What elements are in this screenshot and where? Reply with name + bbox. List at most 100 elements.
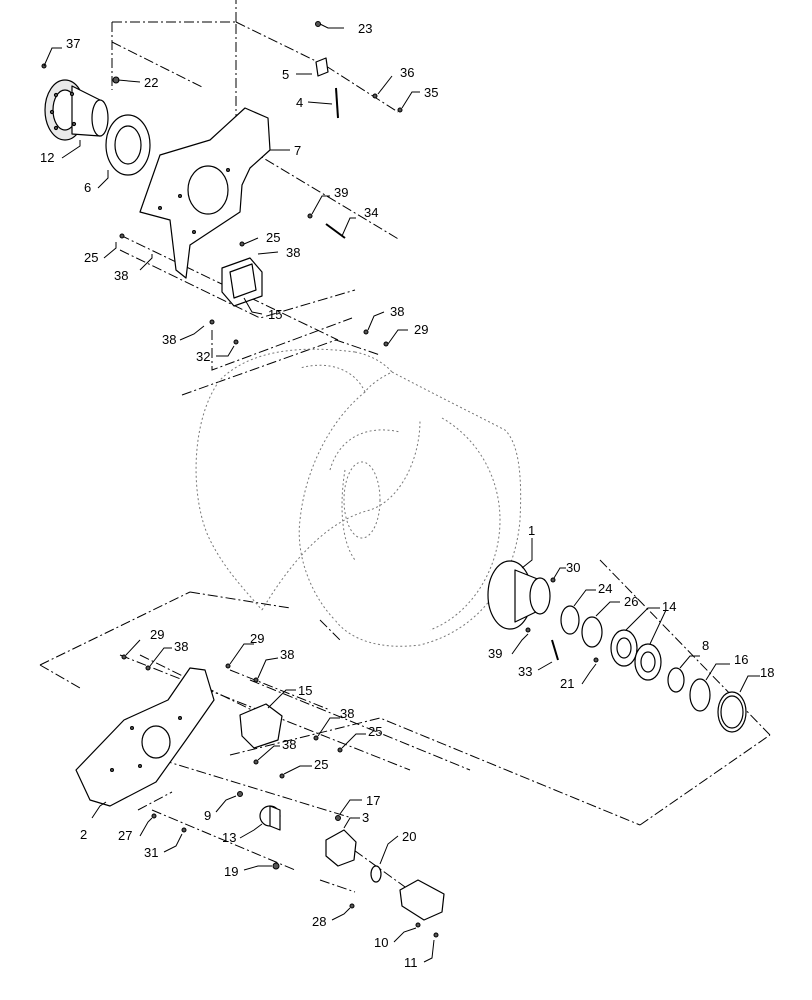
callout-38-right: 38: [390, 304, 404, 319]
bolt-10: [415, 922, 421, 928]
callout-25-low-right: 25: [368, 724, 382, 739]
fastener-30: [550, 577, 556, 583]
callout-17: 17: [366, 793, 380, 808]
callout-25-left: 25: [84, 250, 98, 265]
bolt-29-top: [383, 341, 389, 347]
callout-16: 16: [734, 652, 748, 667]
callout-38-low-right: 38: [340, 706, 354, 721]
callout-10: 10: [374, 935, 388, 950]
callout-29-top: 29: [414, 322, 428, 337]
snap-ring-8: [667, 667, 685, 693]
callout-35: 35: [424, 85, 438, 100]
bearings-14: [610, 629, 662, 681]
fastener-21: [593, 657, 599, 663]
bolt-32: [233, 339, 239, 345]
callout-38-left: 38: [114, 268, 128, 283]
callout-28: 28: [312, 914, 326, 929]
washer-36: [372, 93, 378, 99]
ring-16: [689, 678, 711, 712]
coupler-3: [325, 829, 357, 867]
callout-15-bottom: 15: [298, 683, 312, 698]
bolt-29-left: [121, 654, 127, 660]
callout-38-plate: 38: [286, 245, 300, 260]
bolt-31: [181, 827, 187, 833]
callout-22: 22: [144, 75, 158, 90]
callout-32: 32: [196, 349, 210, 364]
washer-27: [151, 813, 157, 819]
bracket-5: [315, 57, 329, 77]
bolt-25-low-right: [337, 747, 343, 753]
callout-20: 20: [402, 829, 416, 844]
fastener-9: [237, 791, 243, 797]
sensor-bracket-10: [399, 879, 445, 921]
callout-labels: 37 22 12 6 23 5 4 36 35 7 39 34 25 25 38…: [40, 21, 774, 970]
spring-33: [551, 639, 559, 661]
motor-15-bottom: [239, 703, 283, 749]
ring-24: [560, 605, 580, 635]
callout-38-low: 38: [162, 332, 176, 347]
callout-7: 7: [294, 143, 301, 158]
hub-12: [44, 79, 109, 141]
callout-25-low-mid: 25: [314, 757, 328, 772]
callout-38-mid: 38: [280, 647, 294, 662]
callout-33: 33: [518, 664, 532, 679]
fastener-19: [272, 862, 280, 870]
bolt-29-mid: [225, 663, 231, 669]
callout-26: 26: [624, 594, 638, 609]
bolt-11: [433, 932, 439, 938]
mount-plate-7: [139, 107, 271, 279]
bolt-35: [397, 107, 403, 113]
callout-25-plate: 25: [266, 230, 280, 245]
callout-38-left-low: 38: [174, 639, 188, 654]
callout-39-low: 39: [488, 646, 502, 661]
callout-4: 4: [296, 95, 303, 110]
gear-26: [581, 616, 603, 648]
bolt-25-top: [119, 233, 125, 239]
callout-9: 9: [204, 808, 211, 823]
callout-11: 11: [404, 955, 418, 970]
washer-38-low-right: [313, 735, 319, 741]
callout-1: 1: [528, 523, 535, 538]
callout-18: 18: [760, 665, 774, 680]
bolt-25-low-mid: [279, 773, 285, 779]
fastener-23: [315, 21, 321, 27]
callout-15-top: 15: [268, 307, 282, 322]
callout-3: 3: [362, 810, 369, 825]
flange-ring-6: [105, 114, 151, 176]
washer-28: [349, 903, 355, 909]
callout-39-top: 39: [334, 185, 348, 200]
callout-29-left: 29: [150, 627, 164, 642]
callout-38-low-mid: 38: [282, 737, 296, 752]
callout-31: 31: [144, 845, 158, 860]
washer-38-left: [145, 665, 151, 671]
washer-38-low-mid: [253, 759, 259, 765]
seal-18: [717, 691, 747, 733]
callout-13: 13: [222, 830, 236, 845]
fastener-17: [335, 815, 341, 821]
hub-1: [487, 560, 551, 630]
washer-38-mid: [253, 677, 259, 683]
callout-24: 24: [598, 581, 612, 596]
callout-12: 12: [40, 150, 54, 165]
drum-outline: [195, 348, 522, 647]
leader-lines: [43, 23, 760, 963]
washer-39-low: [525, 627, 531, 633]
callout-29-mid: 29: [250, 631, 264, 646]
callout-34: 34: [364, 205, 378, 220]
callout-2: 2: [80, 827, 87, 842]
washer-38-right: [363, 329, 369, 335]
motor-15-top: [221, 257, 263, 307]
callout-23: 23: [358, 21, 372, 36]
bushing-13: [259, 805, 281, 831]
callout-8: 8: [702, 638, 709, 653]
callout-37: 37: [66, 36, 80, 51]
callout-27: 27: [118, 828, 132, 843]
callout-21: 21: [560, 676, 574, 691]
callout-6: 6: [84, 180, 91, 195]
bolt-4: [335, 87, 339, 119]
callout-36: 36: [400, 65, 414, 80]
callout-30: 30: [566, 560, 580, 575]
mount-plate-2: [75, 667, 215, 807]
callout-5: 5: [282, 67, 289, 82]
